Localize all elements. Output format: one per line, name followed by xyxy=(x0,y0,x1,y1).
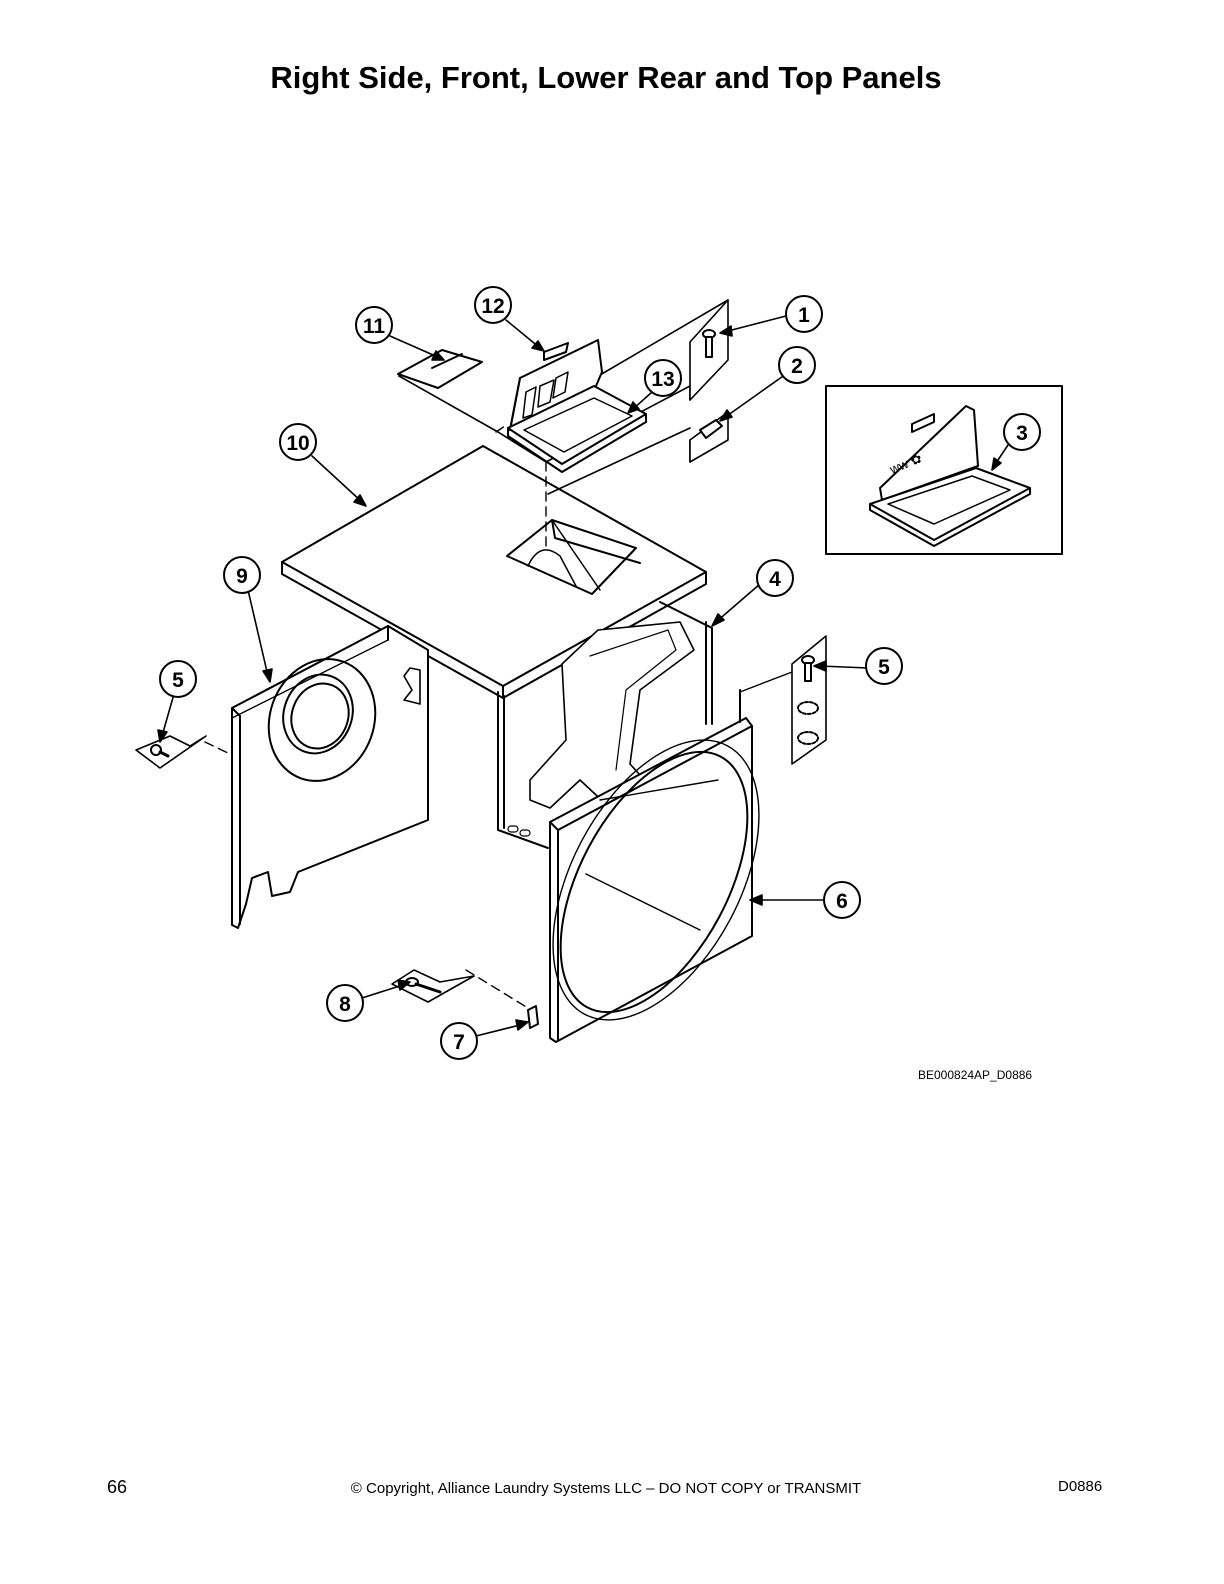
bracket-7 xyxy=(527,1005,539,1029)
footer-copyright: © Copyright, Alliance Laundry Systems LL… xyxy=(350,1480,862,1497)
drawing-id: BE000824AP_D0886 xyxy=(918,1068,1033,1082)
callout-label: 1 xyxy=(798,304,810,327)
right-side-panel xyxy=(231,625,429,929)
callout-3: 3 xyxy=(1003,413,1041,451)
callout-9: 9 xyxy=(223,556,261,594)
callout-label: 10 xyxy=(286,432,309,455)
callout-12: 12 xyxy=(474,286,512,324)
inset-box: ww ✿ xyxy=(825,385,1063,555)
callout-4: 4 xyxy=(756,559,794,597)
callout-label: 3 xyxy=(1016,422,1028,445)
footer-doc-code: D0886 xyxy=(1058,1478,1103,1495)
callout-label: 2 xyxy=(791,355,803,378)
clip-2 xyxy=(689,411,729,463)
callout-label: 6 xyxy=(836,890,848,913)
callout-label: 5 xyxy=(878,656,890,679)
label-11 xyxy=(397,349,483,389)
callout-1: 1 xyxy=(785,295,823,333)
callout-2: 2 xyxy=(778,346,816,384)
callouts: 1 2 3 4 5 5 6 7 8 9 10 11 12 13 xyxy=(159,286,1041,1060)
callout-5-right: 5 xyxy=(865,647,903,685)
front-panel xyxy=(549,689,760,1043)
callout-label: 12 xyxy=(481,295,504,318)
callout-7: 7 xyxy=(440,1022,478,1060)
callout-11: 11 xyxy=(355,306,393,344)
callout-8: 8 xyxy=(326,984,364,1022)
footer-page-number: 66 xyxy=(107,1477,128,1497)
callout-label: 4 xyxy=(769,568,781,591)
callout-label: 5 xyxy=(172,669,184,692)
callout-label: 11 xyxy=(363,315,386,338)
screw-1 xyxy=(689,299,729,401)
page-title: Right Side, Front, Lower Rear and Top Pa… xyxy=(270,60,942,95)
screw-5-left xyxy=(135,735,207,769)
callout-5-left: 5 xyxy=(159,660,197,698)
leader-arrows xyxy=(157,315,1011,1037)
callout-label: 9 xyxy=(236,565,248,588)
callout-10: 10 xyxy=(279,423,317,461)
lid-and-frame xyxy=(507,339,647,473)
callout-6: 6 xyxy=(823,881,861,919)
callout-label: 7 xyxy=(453,1031,465,1054)
callout-13: 13 xyxy=(644,359,682,397)
callout-label: 13 xyxy=(651,368,674,391)
callout-label: 8 xyxy=(339,993,351,1016)
